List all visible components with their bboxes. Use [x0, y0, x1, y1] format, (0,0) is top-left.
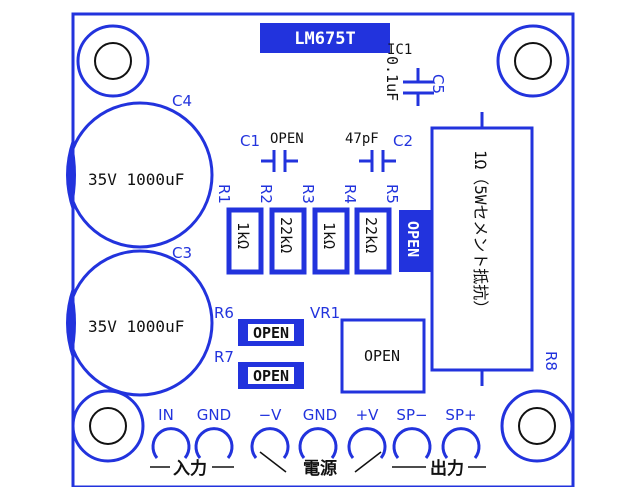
- r6-ref: R6: [214, 304, 234, 322]
- group-input-label: 入力: [173, 458, 207, 479]
- r7-resistor: [238, 362, 304, 389]
- terminal-neg-v-pad: [250, 427, 290, 459]
- terminal-in-label: IN: [158, 406, 174, 424]
- r7-value: OPEN: [253, 367, 289, 385]
- terminal-gnd1-label: GND: [197, 406, 231, 424]
- terminal-neg-v-label: −V: [259, 406, 283, 424]
- r3-ref: R3: [299, 184, 317, 204]
- r1-resistor: [226, 207, 264, 275]
- c3-value: 35V 1000uF: [88, 317, 184, 336]
- c1-ref: C1: [240, 132, 260, 150]
- group-output-label: 出力: [430, 458, 464, 479]
- mount-hole-top-right: [496, 24, 570, 98]
- r5-ref: R5: [383, 184, 401, 204]
- group-power-label: 電源: [303, 458, 337, 479]
- r8-value: 1Ω（5Wセメント抵抗）: [471, 150, 490, 316]
- vr1-value: OPEN: [364, 347, 400, 365]
- c5-capacitor-symbol: [403, 68, 434, 106]
- terminal-group-lines: [150, 451, 486, 473]
- terminal-gnd1-pad: [194, 427, 234, 459]
- c1-value: OPEN: [270, 131, 304, 147]
- terminal-sp-pos-pad: [441, 427, 481, 459]
- terminal-sp-pos-label: SP+: [445, 406, 476, 424]
- r3-value: 1kΩ: [320, 222, 338, 249]
- r5-resistor: [399, 210, 431, 272]
- terminal-sp-neg-pad: [392, 427, 432, 459]
- c2-value: 47pF: [345, 131, 379, 147]
- r6-resistor: [238, 319, 304, 346]
- c5-ref: C5: [429, 74, 447, 94]
- vr1-ref: VR1: [310, 304, 340, 322]
- r4-resistor: [354, 207, 392, 275]
- terminal-pos-v-label: +V: [356, 406, 380, 424]
- c3-ref: C3: [172, 244, 192, 262]
- r8-ref: R8: [542, 351, 560, 371]
- c1-capacitor-symbol: [261, 150, 298, 172]
- r2-value: 22kΩ: [277, 217, 295, 253]
- mount-hole-bottom-left: [71, 389, 145, 463]
- c5-value: 0.1uF: [383, 56, 401, 101]
- r5-value: OPEN: [404, 221, 422, 257]
- r6-value: OPEN: [253, 324, 289, 342]
- r4-value: 22kΩ: [362, 217, 380, 253]
- r7-ref: R7: [214, 348, 234, 366]
- r2-resistor: [269, 207, 307, 275]
- c2-ref: C2: [393, 132, 413, 150]
- terminal-in-pad: [151, 427, 191, 459]
- terminal-sp-neg-label: SP−: [396, 406, 427, 424]
- c3-polarity-mark: [66, 288, 76, 358]
- r3-resistor: [312, 207, 350, 275]
- c4-ref: C4: [172, 92, 192, 110]
- ic-ref: IC1: [387, 42, 412, 58]
- r4-ref: R4: [341, 184, 359, 204]
- mount-hole-bottom-right: [500, 389, 574, 463]
- ic-label-bar: [260, 23, 390, 53]
- c4-polarity-mark: [66, 140, 76, 210]
- r8-resistor: [430, 112, 534, 386]
- c4-value: 35V 1000uF: [88, 170, 184, 189]
- vr1-outline: [340, 318, 426, 394]
- terminal-gnd2-label: GND: [303, 406, 337, 424]
- r1-value: 1kΩ: [234, 222, 252, 249]
- ic-name: LM675T: [294, 29, 355, 49]
- terminal-gnd2-pad: [298, 427, 338, 459]
- r1-ref: R1: [215, 184, 233, 204]
- r2-ref: R2: [257, 184, 275, 204]
- c2-capacitor-symbol: [359, 150, 396, 172]
- terminal-pos-v-pad: [347, 427, 387, 459]
- mount-hole-top-left: [76, 24, 150, 98]
